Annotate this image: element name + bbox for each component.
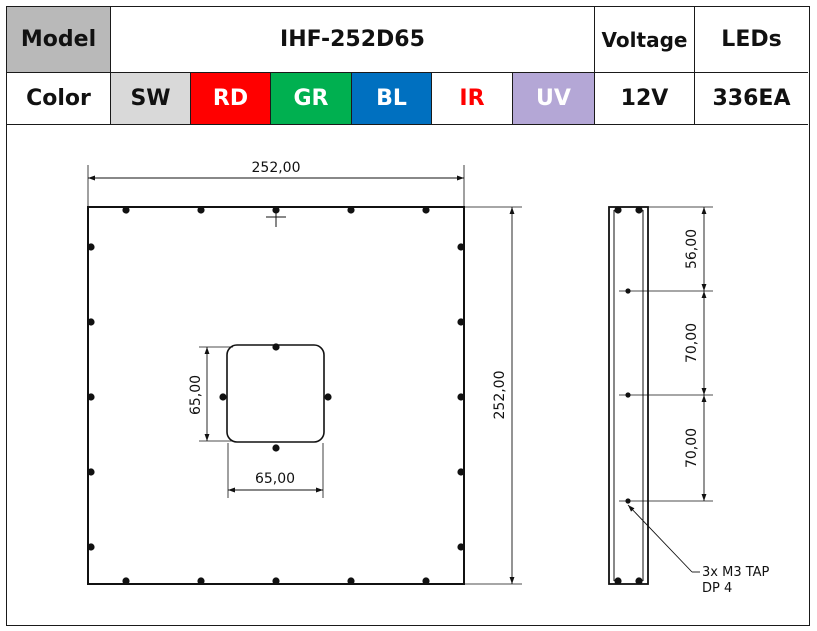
tap-note-line2: DP 4	[702, 581, 732, 596]
dot	[422, 577, 430, 585]
model-value-cell: IHF-252D65	[111, 7, 595, 73]
overall-height-label: 252,00	[492, 371, 508, 420]
overall-width-label: 252,00	[252, 160, 301, 176]
dot	[87, 318, 95, 326]
tap-hole	[625, 498, 631, 504]
tap-note-line1: 3x M3 TAP	[702, 565, 770, 580]
color-label-cell: Color	[7, 73, 111, 125]
voltage-label-cell: Voltage	[595, 7, 695, 73]
dot	[197, 577, 205, 585]
color-sw-label: SW	[130, 86, 171, 111]
side-dim-3-label: 70,00	[684, 428, 700, 468]
dot	[87, 543, 95, 551]
color-gr-label: GR	[293, 86, 329, 111]
color-cell-gr: GR	[271, 73, 352, 125]
spec-sheet: Model IHF-252D65 Voltage LEDs Color SW R…	[6, 6, 810, 626]
dot	[272, 444, 280, 452]
dot	[457, 543, 465, 551]
dot	[122, 206, 130, 214]
side-outline	[608, 206, 649, 585]
panel-outline	[87, 206, 465, 585]
dot	[457, 468, 465, 476]
color-uv-label: UV	[536, 86, 571, 111]
dot	[87, 393, 95, 401]
model-label: Model	[20, 27, 97, 52]
color-cell-rd: RD	[191, 73, 271, 125]
leds-label-cell: LEDs	[695, 7, 808, 73]
note-leader	[627, 504, 693, 573]
voltage-label: Voltage	[601, 27, 688, 52]
technical-drawing: 252,00 252,00 65,00 65,00 56,00 70,00 70…	[7, 125, 811, 625]
color-rd-label: RD	[212, 86, 249, 111]
side-dim-1-label: 56,00	[684, 229, 700, 269]
dot	[457, 393, 465, 401]
side-dim-2-label: 70,00	[684, 323, 700, 363]
color-cell-ir: IR	[432, 73, 513, 125]
dot	[272, 577, 280, 585]
color-label: Color	[26, 86, 91, 111]
dot	[324, 393, 332, 401]
voltage-value: 12V	[620, 86, 669, 111]
dot	[614, 577, 622, 585]
leds-value-cell: 336EA	[695, 73, 808, 125]
dot	[219, 393, 227, 401]
leds-value: 336EA	[712, 86, 791, 111]
front-view	[87, 165, 522, 585]
color-bl-label: BL	[376, 86, 407, 111]
dot	[457, 318, 465, 326]
cutout-height-label: 65,00	[188, 375, 204, 415]
side-dots	[614, 206, 643, 585]
dot	[457, 243, 465, 251]
center-cutout	[226, 344, 325, 443]
dot	[347, 206, 355, 214]
dot	[422, 206, 430, 214]
tap-hole	[625, 288, 631, 294]
dot	[635, 577, 643, 585]
color-cell-sw: SW	[111, 73, 191, 125]
color-cell-bl: BL	[352, 73, 432, 125]
dot	[614, 206, 622, 214]
tap-hole	[625, 392, 631, 398]
dot	[635, 206, 643, 214]
drawing-svg: 252,00 252,00 65,00 65,00 56,00 70,00 70…	[87, 160, 770, 596]
dot	[87, 468, 95, 476]
voltage-value-cell: 12V	[595, 73, 695, 125]
color-ir-label: IR	[459, 86, 485, 111]
mounting-dots	[87, 206, 465, 585]
dot	[197, 206, 205, 214]
dot	[272, 206, 280, 214]
side-view	[608, 206, 713, 585]
dot	[272, 343, 280, 351]
dot	[347, 577, 355, 585]
model-value: IHF-252D65	[280, 27, 425, 52]
dot	[122, 577, 130, 585]
color-cell-uv: UV	[513, 73, 595, 125]
model-label-cell: Model	[7, 7, 111, 73]
cutout-width-label: 65,00	[255, 471, 295, 487]
dot	[87, 243, 95, 251]
leds-label: LEDs	[721, 27, 782, 52]
